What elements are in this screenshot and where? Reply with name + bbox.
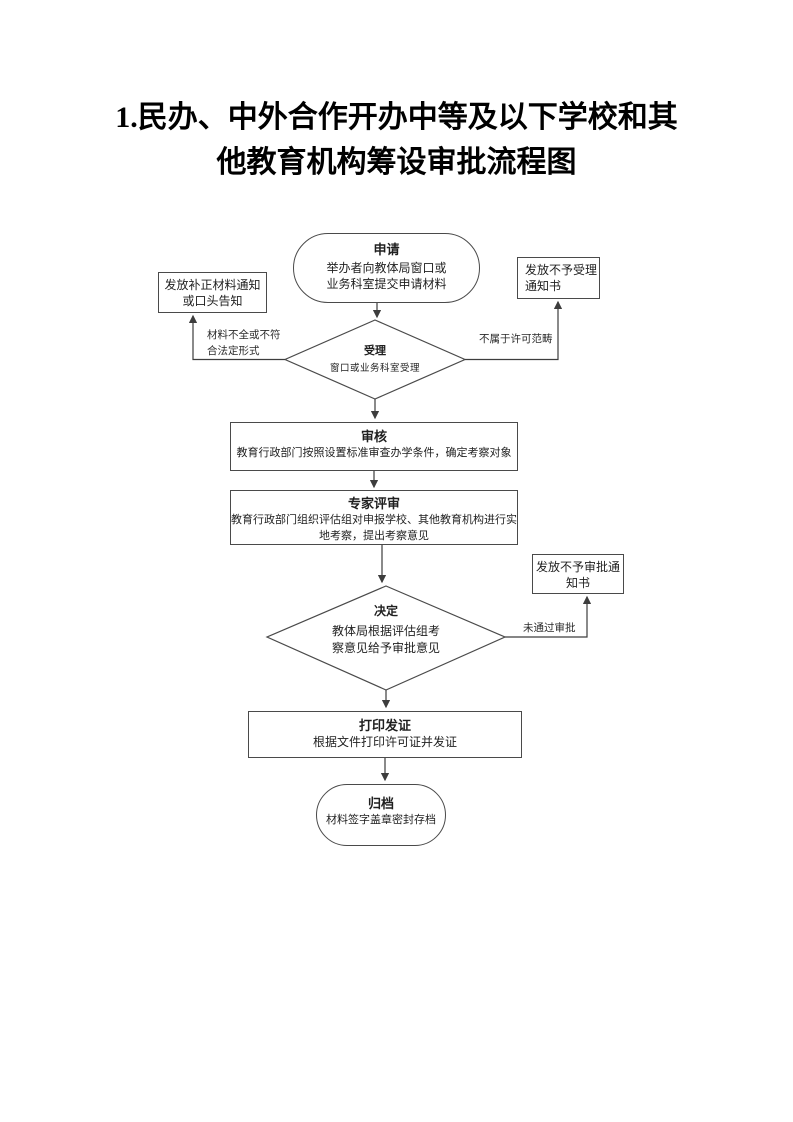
page-title-line1: 1.民办、中外合作开办中等及以下学校和其	[115, 101, 678, 134]
node-archive-body: 材料签字盖章密封存档	[326, 814, 436, 826]
node-decision-body: 教体局根据评估组考 察意见给予审批意见	[331, 624, 440, 655]
node-print-issue: 打印发证 根据文件打印许可证并发证	[248, 711, 522, 758]
node-expert-review-body: 教育行政部门组织评估组对申报学校、其他教育机构进行实 地考察，提出考察意见	[231, 514, 517, 542]
arrow-accept-to-supplement	[188, 314, 285, 361]
edge-label-not-approved: 未通过审批	[523, 622, 576, 634]
node-review-title: 审核	[360, 429, 387, 444]
node-expert-review: 专家评审 教育行政部门组织评估组对申报学校、其他教育机构进行实 地考察，提出考察…	[230, 490, 518, 545]
node-accept-body: 窗口或业务科室受理	[329, 363, 420, 374]
node-print-issue-title: 打印发证	[358, 718, 411, 733]
page-title: 1.民办、中外合作开办中等及以下学校和其 他教育机构筹设审批流程图	[0, 95, 793, 185]
node-decision: 决定 教体局根据评估组考 察意见给予审批意见	[288, 603, 484, 657]
node-accept: 受理 窗口或业务科室受理	[285, 344, 465, 376]
node-review-body: 教育行政部门按照设置标准审查办学条件，确定考察对象	[236, 447, 512, 459]
edge-label-not-in-scope: 不属于许可范畴	[479, 333, 553, 345]
node-reject-approval-notice-body: 发放不予审批通 知书	[535, 560, 620, 590]
node-reject-approval-notice: 发放不予审批通 知书	[532, 554, 624, 594]
node-reject-acceptance-notice-body: 发放不予受理 通知书	[525, 263, 598, 293]
arrow-accept-to-reject-acceptance	[465, 300, 563, 361]
node-apply-title: 申请	[373, 242, 400, 257]
node-reject-acceptance-notice: 发放不予受理 通知书	[517, 257, 600, 299]
arrow-decision-to-reject-approval	[505, 595, 592, 638]
node-apply-body: 举办者向教体局窗口或 业务科室提交申请材料	[326, 261, 447, 291]
node-archive-title: 归档	[367, 796, 394, 811]
node-supplement-notice-body: 发放补正材料通知 或口头告知	[164, 278, 261, 308]
node-accept-title: 受理	[364, 345, 386, 357]
node-apply: 申请 举办者向教体局窗口或 业务科室提交申请材料	[293, 233, 480, 303]
node-archive: 归档 材料签字盖章密封存档	[316, 784, 446, 846]
node-expert-review-title: 专家评审	[347, 496, 400, 511]
node-review: 审核 教育行政部门按照设置标准审查办学条件，确定考察对象	[230, 422, 518, 471]
node-print-issue-body: 根据文件打印许可证并发证	[312, 735, 457, 749]
edge-label-incomplete: 材料不全或不符 合法定形式	[207, 329, 281, 357]
page-title-line2: 他教育机构筹设审批流程图	[216, 146, 577, 179]
node-supplement-notice: 发放补正材料通知 或口头告知	[158, 272, 267, 313]
node-decision-title: 决定	[373, 604, 398, 618]
